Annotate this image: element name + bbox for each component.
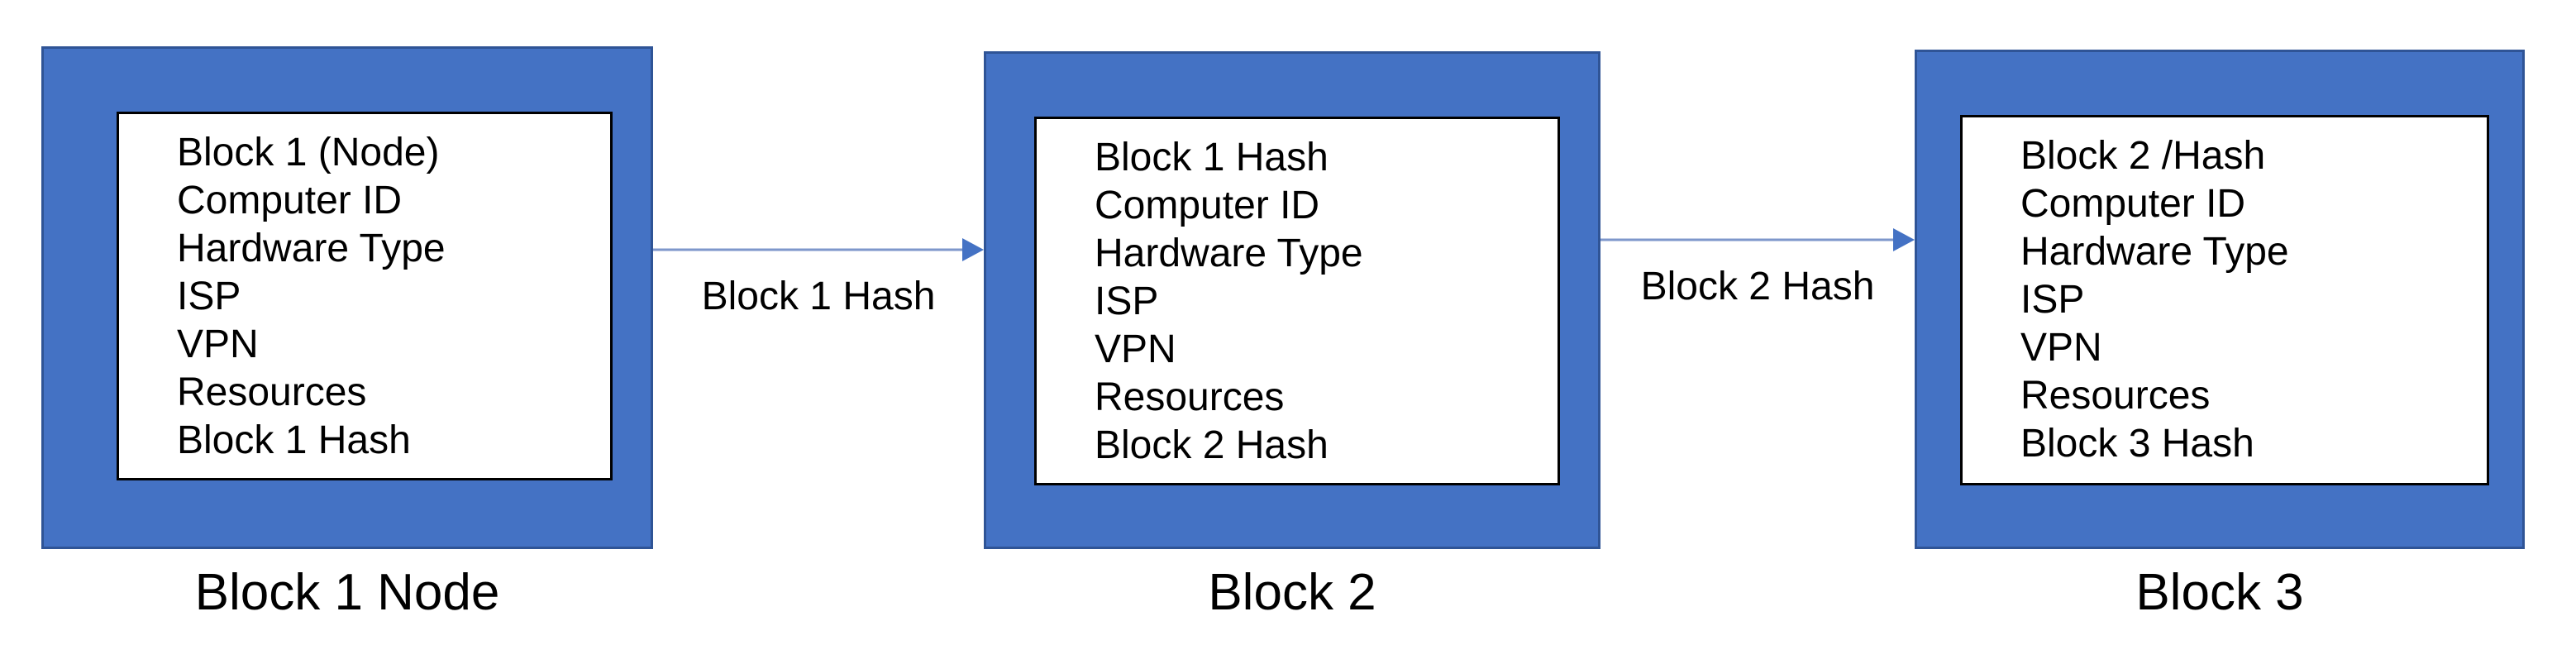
block-field: Block 2 /Hash xyxy=(2020,134,2266,178)
block-caption: Block 3 xyxy=(2135,564,2304,621)
block-field: Block 3 Hash xyxy=(2020,422,2254,466)
block-field: Hardware Type xyxy=(177,227,446,270)
hash-arrow-2 xyxy=(1600,222,1915,258)
block-field: Hardware Type xyxy=(1095,232,1363,275)
arrow-label: Block 2 Hash xyxy=(1640,265,1875,308)
right-arrow-icon xyxy=(653,238,984,261)
block-field: Computer ID xyxy=(1095,184,1320,227)
block-field: VPN xyxy=(2020,326,2102,370)
block-1-field-list: Block 1 (Node) Computer ID Hardware Type… xyxy=(119,114,610,465)
hash-arrow-1 xyxy=(653,232,984,268)
block-3-field-list: Block 2 /Hash Computer ID Hardware Type … xyxy=(1963,117,2487,468)
block-2-contents-box: Block 1 Hash Computer ID Hardware Type I… xyxy=(1034,117,1560,485)
block-field: Block 1 (Node) xyxy=(177,131,440,174)
block-caption: Block 2 xyxy=(1208,564,1376,621)
block-field: Resources xyxy=(2020,374,2211,418)
block-field: Hardware Type xyxy=(2020,230,2289,274)
block-field: Block 1 Hash xyxy=(1095,136,1329,179)
block-field: VPN xyxy=(1095,327,1176,371)
block-caption: Block 1 Node xyxy=(194,564,500,621)
block-field: VPN xyxy=(177,322,259,366)
block-field: ISP xyxy=(1095,280,1159,323)
block-field: Block 1 Hash xyxy=(177,418,411,462)
block-field: Resources xyxy=(177,370,367,414)
block-field: Computer ID xyxy=(177,179,403,222)
block-field: Resources xyxy=(1095,375,1285,419)
block-2-field-list: Block 1 Hash Computer ID Hardware Type I… xyxy=(1037,119,1558,470)
block-field: ISP xyxy=(177,275,241,318)
block-3-contents-box: Block 2 /Hash Computer ID Hardware Type … xyxy=(1960,115,2489,485)
arrow-label: Block 1 Hash xyxy=(701,275,936,318)
block-field: Block 2 Hash xyxy=(1095,423,1329,467)
block-2-box: Block 1 Hash Computer ID Hardware Type I… xyxy=(984,51,1600,549)
block-1-node-box: Block 1 (Node) Computer ID Hardware Type… xyxy=(41,46,653,549)
right-arrow-icon xyxy=(1600,228,1915,251)
block-1-contents-box: Block 1 (Node) Computer ID Hardware Type… xyxy=(117,112,613,480)
block-field: ISP xyxy=(2020,278,2085,322)
block-3-box: Block 2 /Hash Computer ID Hardware Type … xyxy=(1915,50,2525,549)
block-field: Computer ID xyxy=(2020,182,2246,226)
